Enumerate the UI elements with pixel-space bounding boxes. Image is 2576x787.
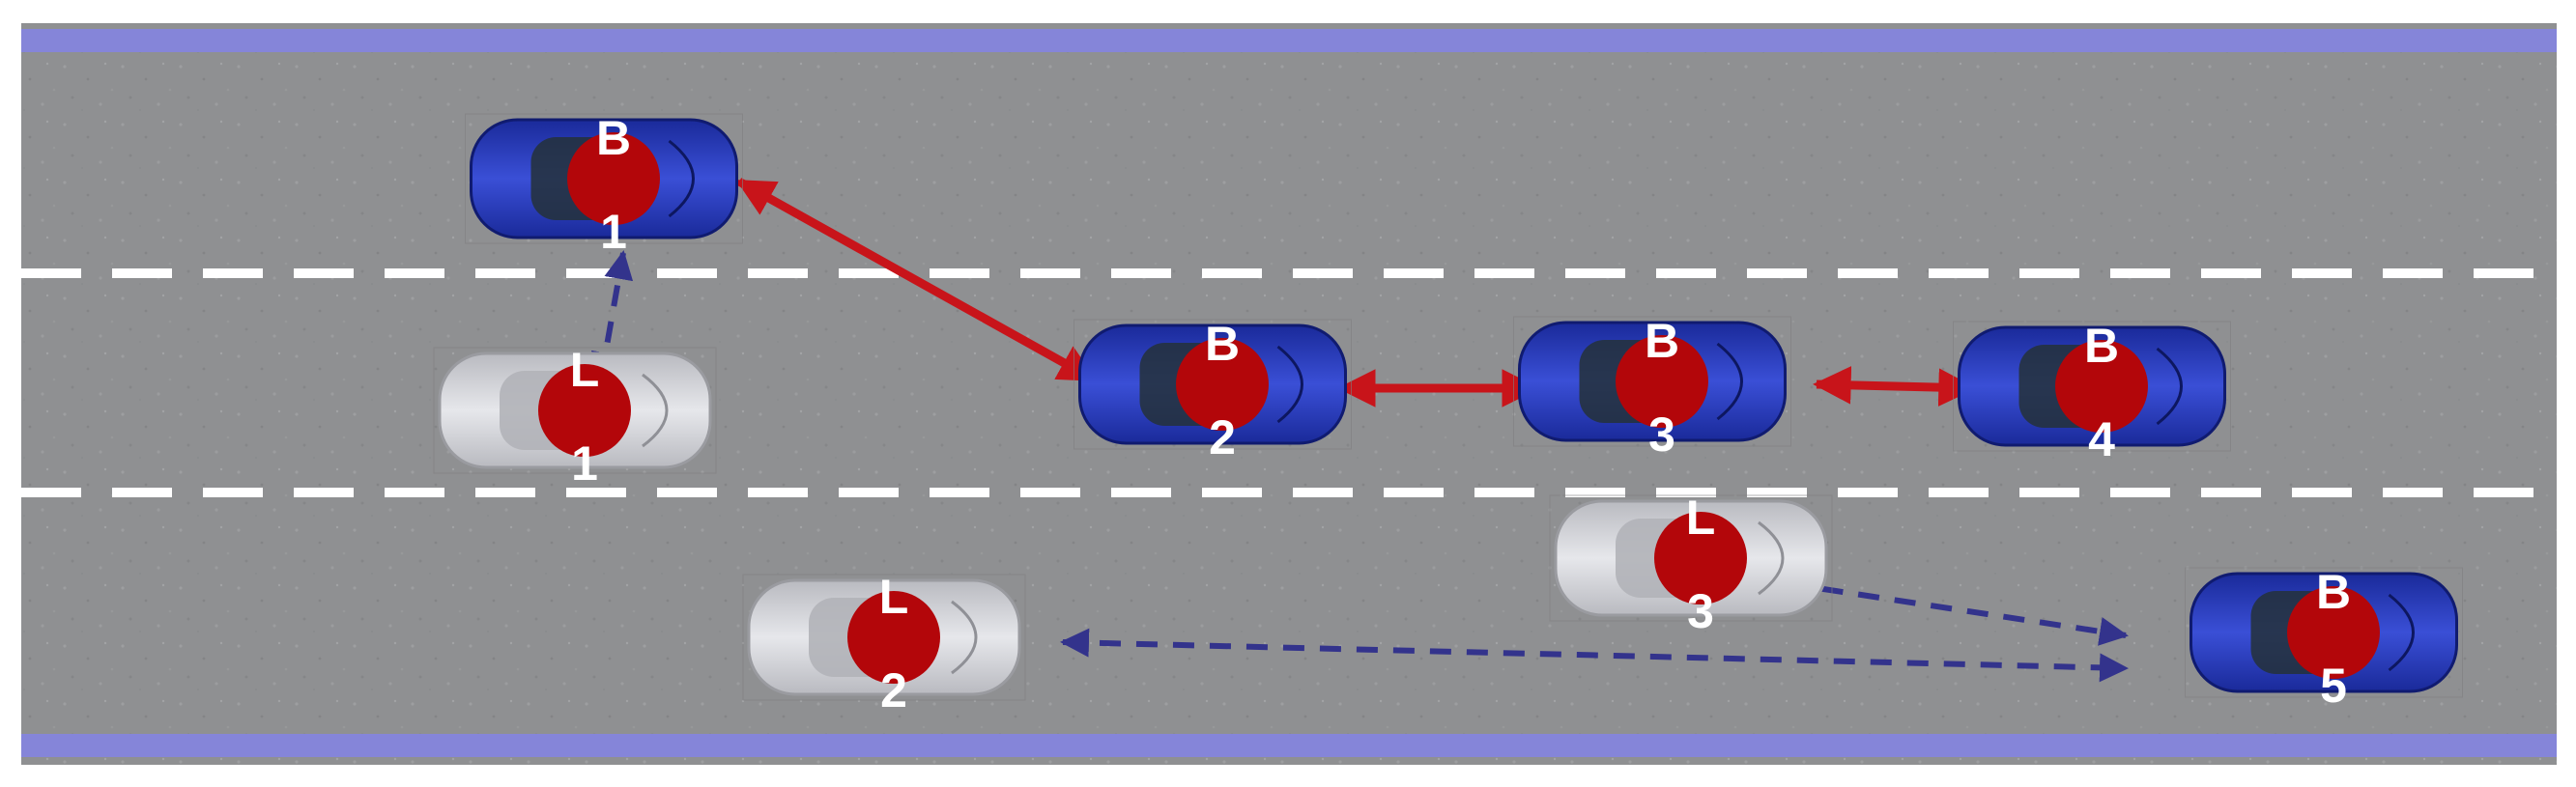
car-hood-line — [642, 373, 669, 448]
vehicle-number: 3 — [1687, 584, 1714, 638]
vehicle-badge — [1616, 335, 1708, 428]
vehicle-b4: B4 — [1953, 319, 2231, 466]
vehicle-l3: L3 — [1549, 491, 1833, 638]
vehicle-letter: L — [1686, 491, 1716, 545]
link-l3-b5 — [1783, 573, 2129, 646]
vehicle-number: 2 — [1209, 410, 1236, 464]
car-hood-line — [1716, 342, 1743, 421]
vehicle-l1: L1 — [433, 343, 717, 491]
vehicle-letter: B — [1205, 317, 1240, 371]
vehicle-l2: L2 — [742, 570, 1026, 717]
vehicle-b5: B5 — [2185, 565, 2463, 713]
vehicle-b1: B1 — [465, 111, 743, 259]
vehicle-letter: L — [879, 570, 909, 624]
vehicle-letter: B — [2316, 565, 2351, 619]
vehicle-letter: B — [2084, 319, 2119, 373]
car-hood-line — [668, 139, 695, 218]
vehicle-badge — [2287, 586, 2380, 679]
car-hood-line — [2156, 347, 2183, 426]
vehicle-number: 3 — [1648, 408, 1675, 462]
vehicle-letter: L — [570, 343, 600, 397]
vehicle-frame — [1953, 321, 2231, 452]
vehicle-frame — [465, 113, 743, 244]
links-layer — [590, 178, 2129, 683]
vehicle-badge — [1654, 512, 1747, 604]
vehicle-badge — [2055, 340, 2148, 433]
car-hood-line — [951, 600, 978, 675]
vehicle-number: 4 — [2088, 412, 2115, 466]
vehicle-frame — [433, 347, 717, 474]
link-l2-b5 — [1060, 628, 2129, 683]
car-hood-line — [1276, 345, 1303, 424]
vehicle-badge — [1176, 338, 1269, 431]
vehicle-frame — [742, 574, 1026, 701]
link-b3-b4 — [1813, 366, 1977, 407]
vehicle-frame — [1549, 494, 1833, 622]
vehicle-number: 1 — [571, 436, 598, 491]
vehicle-frame — [1513, 316, 1791, 447]
vehicle-badge — [567, 132, 660, 225]
road-edge-bottom — [21, 734, 2557, 757]
vehicle-b2: B2 — [1073, 317, 1352, 464]
vehicle-number: 5 — [2320, 659, 2347, 713]
vehicle-frame — [2185, 567, 2463, 698]
link-b1-b2 — [735, 178, 1098, 383]
vehicle-number: 1 — [600, 205, 627, 259]
vehicle-letter: B — [1645, 314, 1679, 368]
vehicle-number: 2 — [880, 663, 907, 717]
car-hood-line — [2388, 593, 2415, 672]
vehicle-badge — [538, 364, 631, 457]
vehicle-b3: B3 — [1513, 314, 1791, 462]
vehicle-badge — [847, 591, 940, 684]
vehicle-letter: B — [596, 111, 631, 165]
car-hood-line — [1758, 520, 1785, 596]
vehicle-frame — [1073, 319, 1352, 450]
road-edge-top — [21, 29, 2557, 52]
